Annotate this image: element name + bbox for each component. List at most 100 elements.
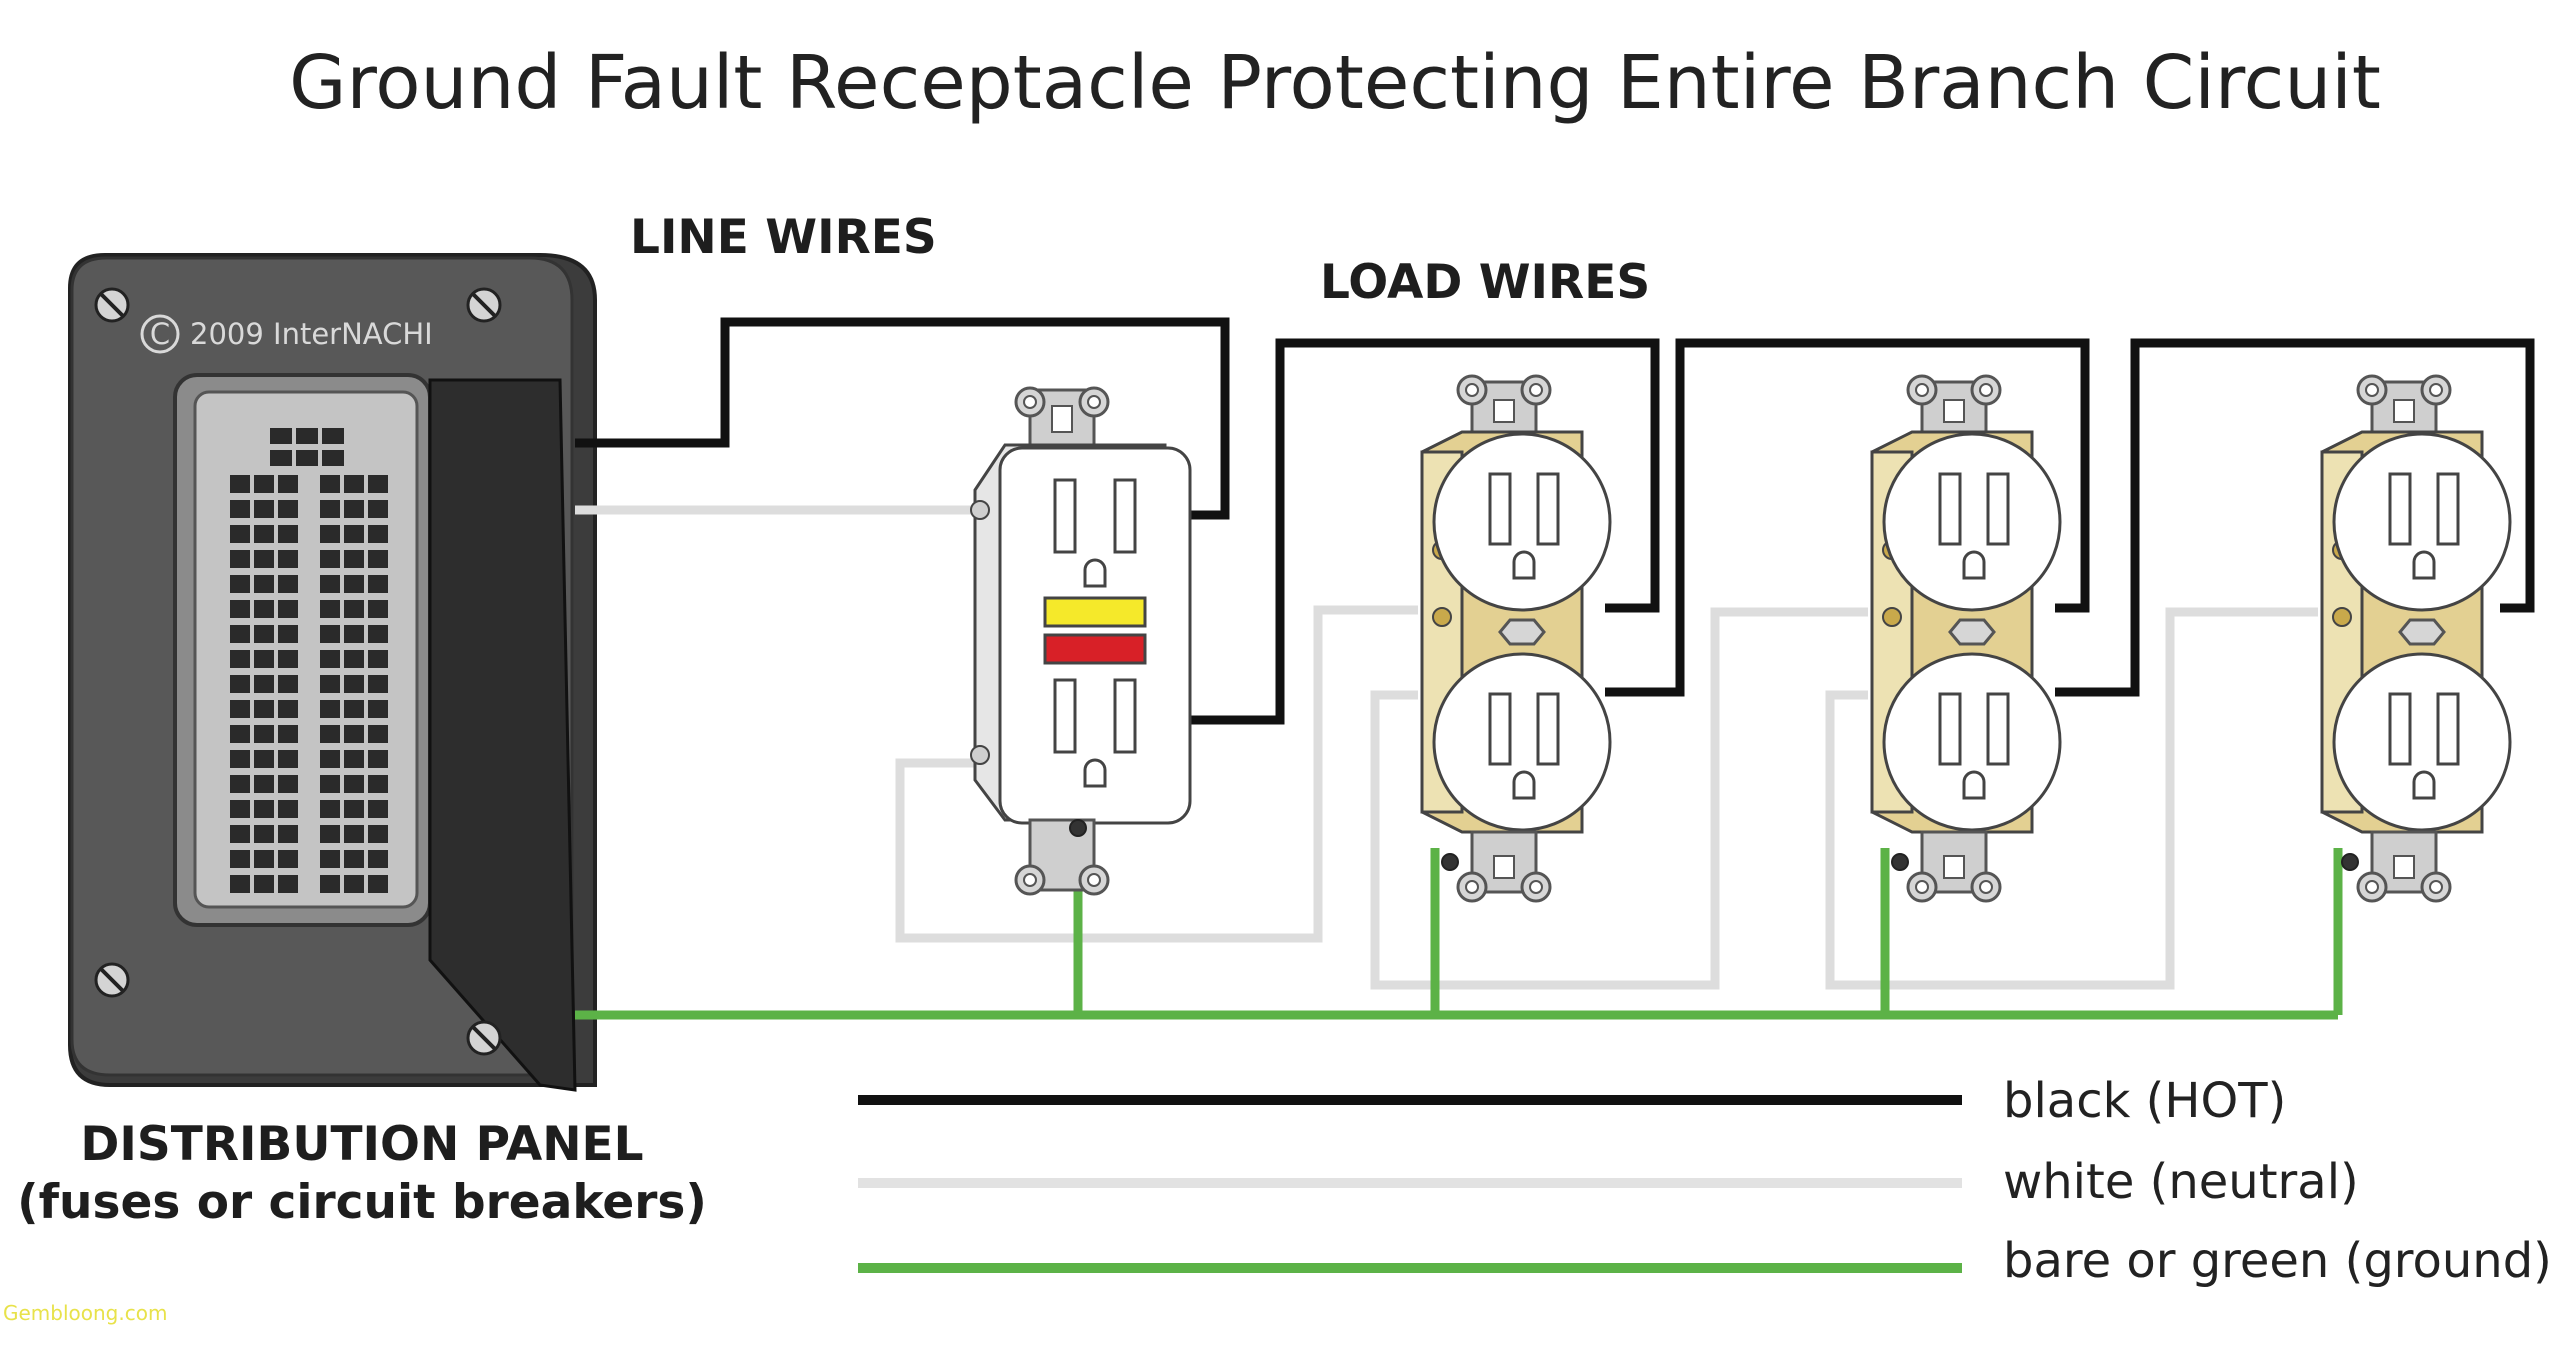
breaker [320,475,340,493]
breaker [320,675,340,693]
breaker [320,850,340,868]
breaker [278,625,298,643]
breaker [278,850,298,868]
breaker [278,675,298,693]
breaker [344,825,364,843]
breaker [230,575,250,593]
breaker [344,850,364,868]
breaker [254,600,274,618]
breaker [230,825,250,843]
breaker [344,800,364,818]
breaker [320,750,340,768]
breaker [368,475,388,493]
breaker [230,475,250,493]
breaker [254,850,274,868]
breaker [344,500,364,518]
breaker [368,875,388,893]
legend-label-ground: bare or green (ground) [2003,1233,2552,1289]
gfci-test-button [1043,596,1147,628]
breaker [254,700,274,718]
breaker [230,625,250,643]
breaker [278,475,298,493]
breaker [278,825,298,843]
breaker [344,600,364,618]
breaker [368,725,388,743]
breaker [320,725,340,743]
breaker [254,775,274,793]
distribution-panel: C 2009 InterNACHI [68,253,597,1092]
line-wires-label: LINE WIRES [630,210,937,265]
breaker [320,575,340,593]
breaker [368,550,388,568]
panel-screw-icon [466,1020,502,1056]
breaker [254,875,274,893]
breaker [344,725,364,743]
breaker [368,775,388,793]
breaker [278,650,298,668]
breaker [230,800,250,818]
breaker [320,800,340,818]
breaker [278,575,298,593]
legend-label-neutral: white (neutral) [2003,1154,2359,1210]
copyright-text: 2009 InterNACHI [190,317,433,351]
breaker [278,875,298,893]
watermark: Gembloong.com [3,1301,167,1325]
duplex-receptacle-1 [1420,374,1612,903]
breaker [230,700,250,718]
breaker [368,625,388,643]
breaker [320,625,340,643]
breaker [368,850,388,868]
breaker [254,800,274,818]
breaker [322,428,344,444]
duplex-receptacle-3 [2320,374,2512,903]
breaker [278,725,298,743]
breaker [320,550,340,568]
breaker [230,600,250,618]
breaker [320,825,340,843]
breaker [344,700,364,718]
breaker [278,750,298,768]
breaker [270,450,292,466]
breaker [368,675,388,693]
breaker [254,625,274,643]
breaker [344,550,364,568]
gfci-receptacle [970,386,1192,896]
breaker [230,550,250,568]
breaker [322,450,344,466]
breaker [320,600,340,618]
breaker [254,575,274,593]
breaker [270,428,292,444]
breaker [230,500,250,518]
load-wires-label: LOAD WIRES [1320,255,1650,310]
breaker [368,650,388,668]
breaker [296,450,318,466]
breaker [344,625,364,643]
breaker [278,550,298,568]
breaker [368,825,388,843]
copyright-icon: C [140,314,180,354]
panel-label-line1: DISTRIBUTION PANEL [80,1117,643,1172]
breaker [230,850,250,868]
panel-screw-icon [94,287,130,323]
breaker [230,875,250,893]
breaker [320,775,340,793]
breaker [230,725,250,743]
duplex-receptacle-2 [1870,374,2062,903]
hot-wires [575,317,2535,725]
breaker-array [230,428,388,893]
breaker [320,875,340,893]
breaker [230,775,250,793]
gfci-reset-button [1043,633,1147,665]
breaker [278,700,298,718]
breaker [254,500,274,518]
breaker [254,525,274,543]
breaker [254,650,274,668]
neutral-wires [575,505,2318,990]
breaker [254,825,274,843]
breaker [296,428,318,444]
breaker [254,725,274,743]
breaker [368,525,388,543]
breaker [254,675,274,693]
breaker [230,650,250,668]
